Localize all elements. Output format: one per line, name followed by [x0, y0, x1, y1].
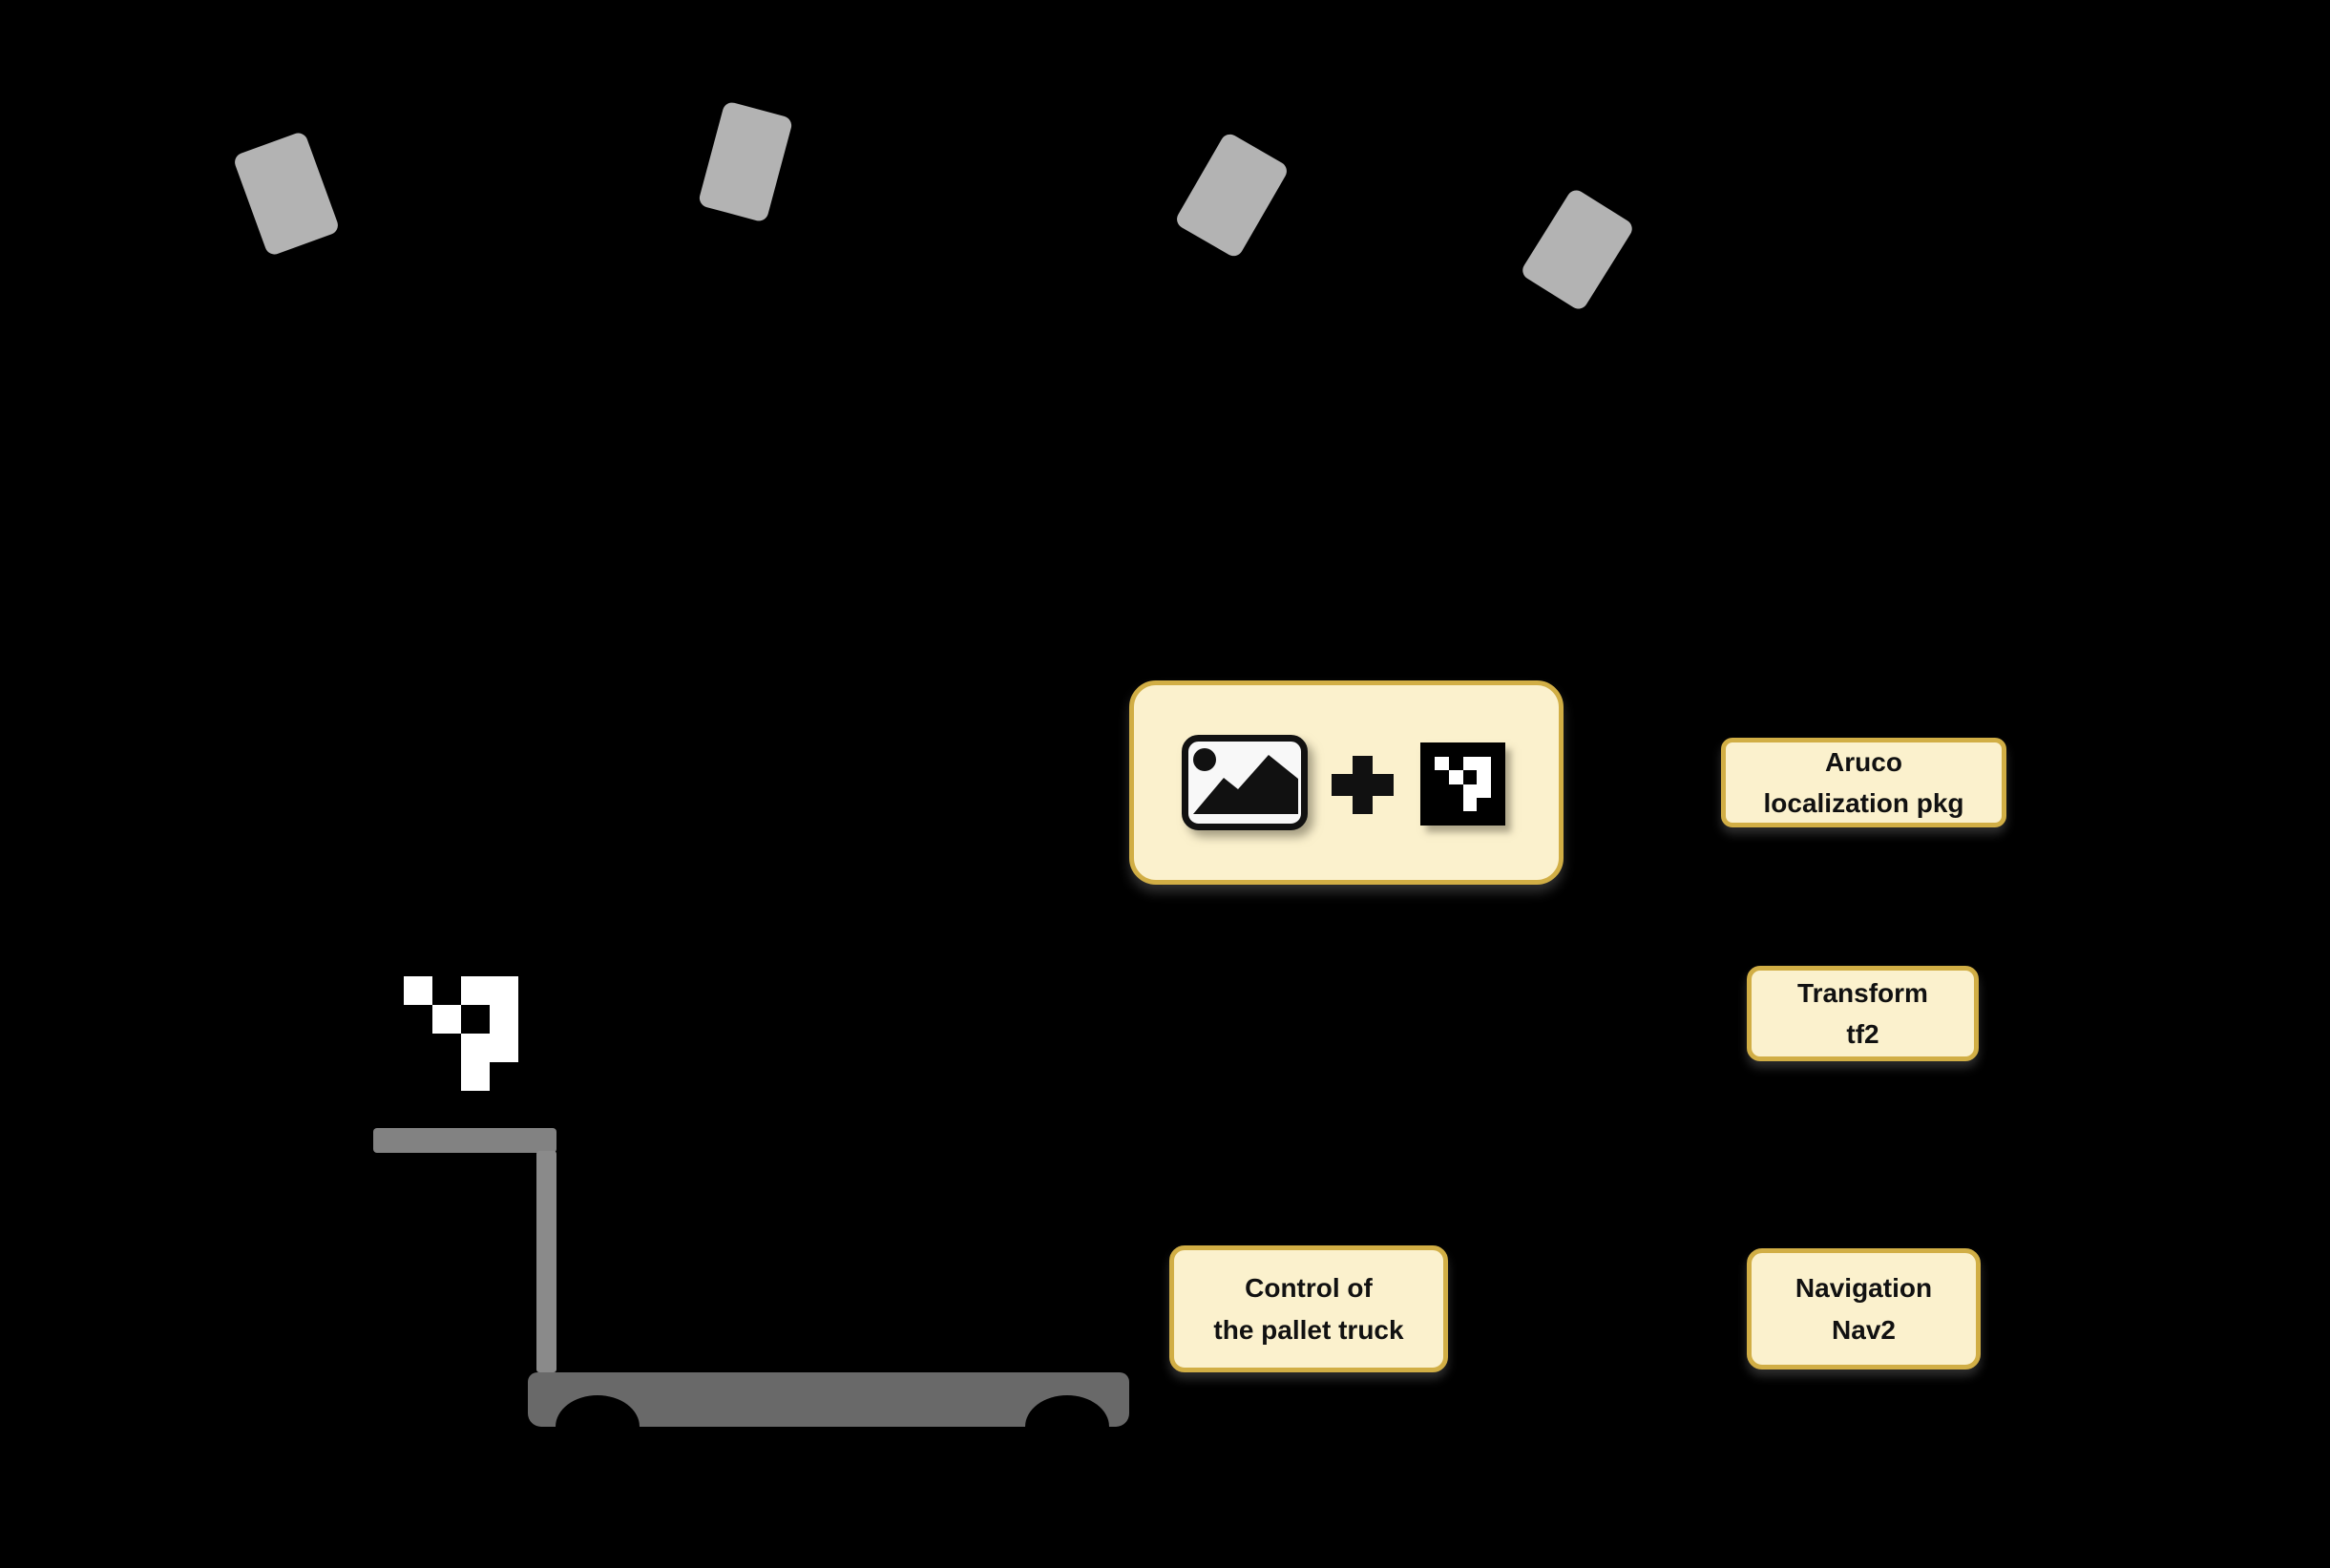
ceiling-camera-1 [232, 130, 341, 258]
aruco-floor-marker [404, 976, 518, 1091]
control-pallet-truck-box: Control of the pallet truck [1169, 1245, 1448, 1372]
pallet-truck-mast [536, 1151, 556, 1372]
pallet-truck-wheel-arch-rear [1025, 1395, 1109, 1458]
navigation-nav2-box: Navigation Nav2 [1747, 1248, 1981, 1369]
camera-image-icon [1182, 735, 1308, 830]
ceiling-camera-4 [1519, 186, 1636, 313]
transform-tf2-line2: tf2 [1846, 1019, 1879, 1049]
control-pallet-truck-line1: Control of [1245, 1273, 1373, 1304]
control-pallet-truck-line2: the pallet truck [1213, 1314, 1404, 1345]
aruco-icon-pattern [1435, 757, 1491, 811]
aruco-localization-pkg-box: Aruco localization pkg [1721, 738, 2006, 827]
ceiling-camera-3 [1173, 131, 1291, 260]
plus-icon [1332, 756, 1394, 814]
aruco-localization-pkg-line1: Aruco [1825, 746, 1902, 777]
navigation-nav2-line2: Nav2 [1832, 1314, 1896, 1345]
transform-tf2-box: Transform tf2 [1747, 966, 1979, 1061]
pallet-truck-wheel-arch-front [556, 1395, 640, 1458]
aruco-localization-pkg-line2: localization pkg [1763, 788, 1964, 818]
navigation-nav2-line1: Navigation [1795, 1273, 1933, 1304]
transform-tf2-line1: Transform [1797, 977, 1928, 1008]
ceiling-camera-2 [697, 100, 794, 223]
aruco-marker-icon [1420, 742, 1505, 826]
pallet-truck-top-bar [373, 1128, 556, 1153]
